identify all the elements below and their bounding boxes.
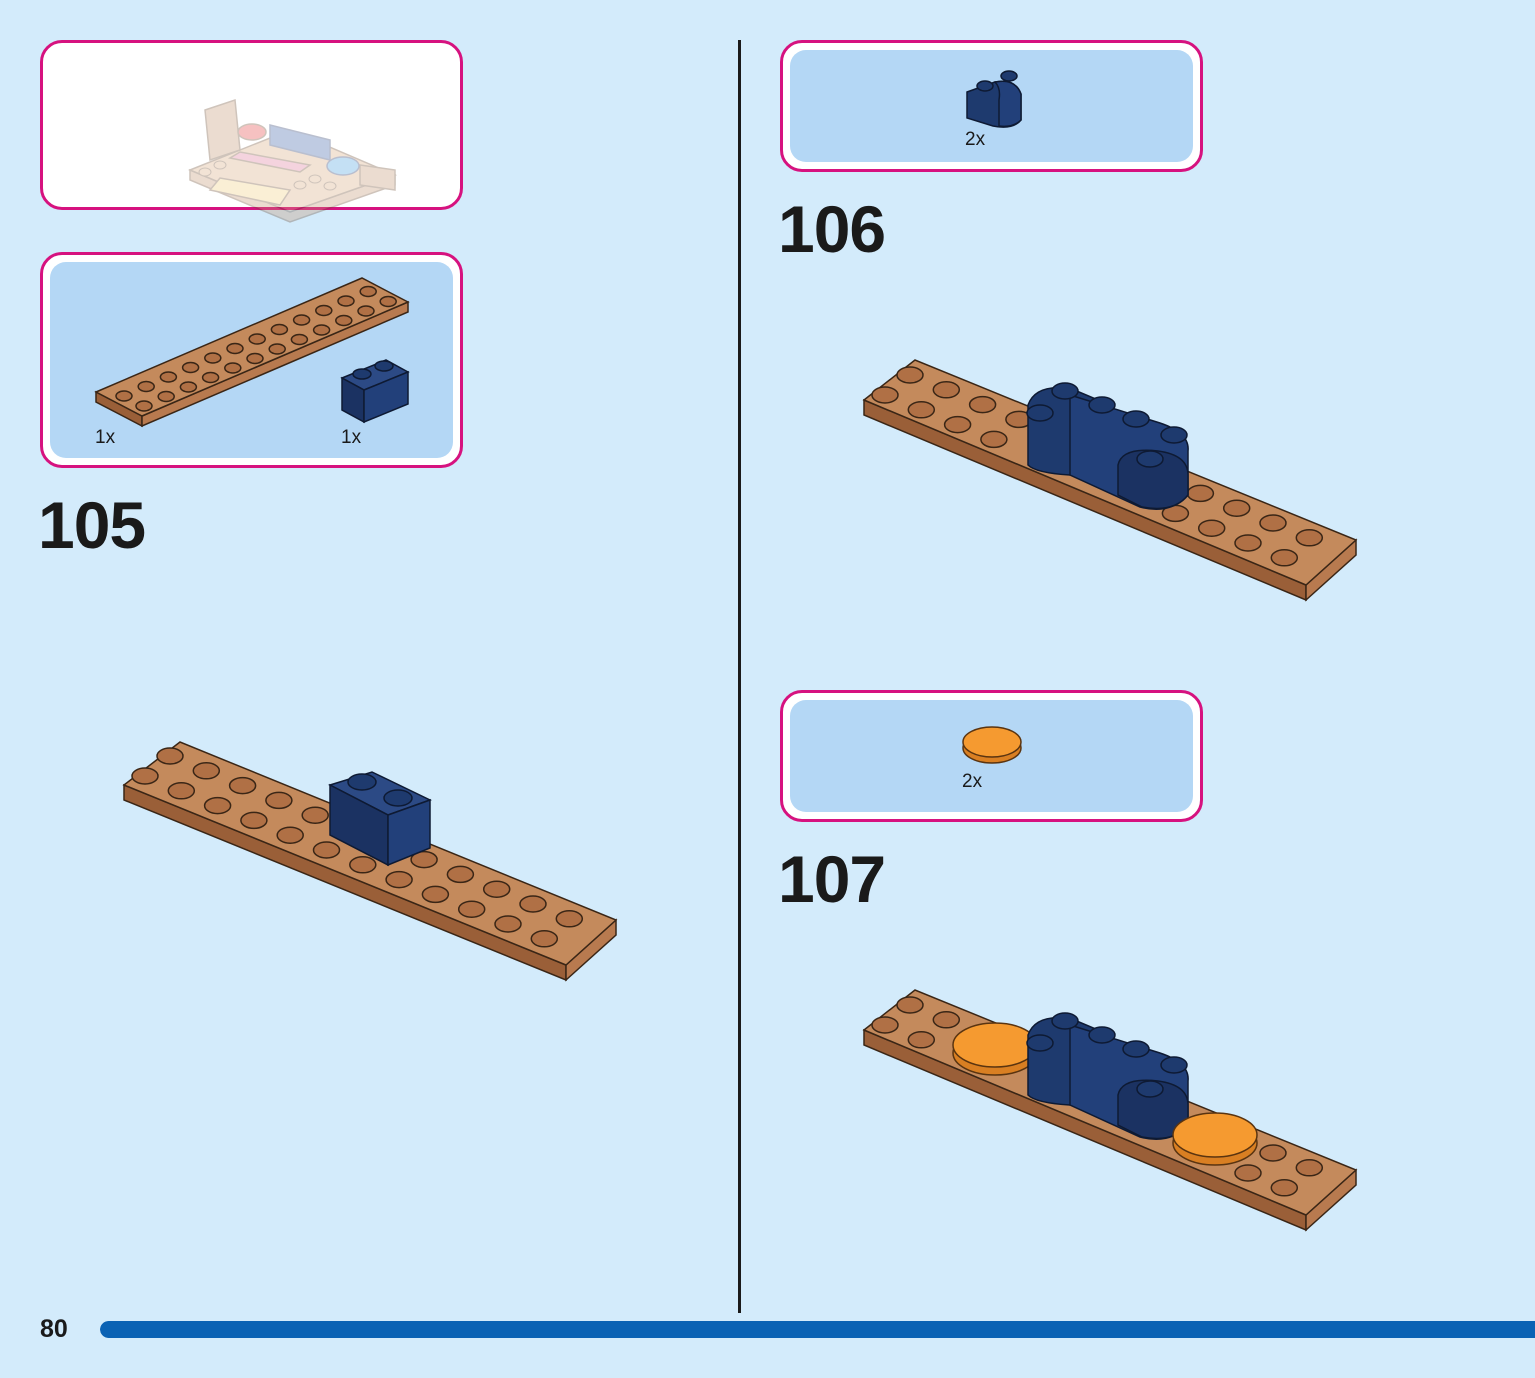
stud — [276, 826, 304, 844]
stud — [385, 870, 413, 889]
stud — [379, 295, 397, 308]
stud — [1295, 1159, 1324, 1177]
step-105-assembly-icon — [122, 741, 618, 982]
stud — [943, 415, 972, 434]
stud — [494, 915, 522, 933]
stud — [980, 430, 1008, 449]
stud — [337, 295, 355, 307]
stud — [159, 371, 178, 383]
page-progress-fill — [100, 1321, 1535, 1338]
stud — [932, 1011, 961, 1029]
stud — [1295, 529, 1324, 547]
stud — [1234, 534, 1262, 552]
stud — [301, 806, 329, 824]
stud — [312, 841, 341, 859]
stud — [410, 850, 438, 869]
stud — [896, 996, 924, 1014]
stud — [1186, 484, 1215, 503]
stud — [907, 1031, 936, 1049]
stud — [1222, 499, 1251, 517]
stud — [335, 314, 353, 327]
stud — [157, 390, 175, 403]
stud — [167, 782, 196, 800]
step-number-105: 105 — [38, 488, 146, 562]
stud — [131, 767, 159, 785]
stud — [192, 762, 221, 780]
stud — [137, 380, 155, 393]
stud — [224, 362, 242, 374]
stud — [871, 386, 899, 404]
stud — [482, 880, 511, 898]
stud — [179, 381, 198, 393]
model-preview-panel — [50, 50, 453, 223]
step-107-assembly-icon — [862, 989, 1358, 1232]
stud — [519, 895, 547, 913]
stud — [204, 352, 222, 364]
step-106-assembly-icon — [862, 359, 1358, 602]
stud — [359, 285, 377, 298]
stud — [226, 342, 244, 355]
stud — [312, 324, 331, 336]
stud — [871, 1016, 899, 1034]
stud — [446, 865, 475, 884]
stud — [1234, 1164, 1262, 1182]
stud — [932, 381, 961, 399]
step-106-parts-box: 2x — [780, 40, 1203, 172]
step-number-107: 107 — [778, 842, 886, 916]
stud — [457, 900, 486, 918]
model-preview-icon — [188, 98, 398, 223]
stud — [1259, 514, 1287, 532]
stud — [315, 304, 333, 317]
step-107-parts-box: 2x — [780, 690, 1203, 822]
model-preview-box — [40, 40, 463, 223]
stud — [248, 333, 266, 345]
stud — [270, 323, 289, 336]
stud — [240, 811, 268, 830]
stud — [135, 400, 153, 412]
stud — [246, 352, 264, 365]
column-divider — [738, 40, 741, 1313]
stud — [203, 796, 232, 815]
part-qty-plate: 1x — [95, 427, 116, 448]
stud — [555, 910, 584, 928]
step-number-106: 106 — [778, 192, 886, 266]
round-tile-2x2-icon — [962, 726, 1022, 764]
step-105-parts-panel: 1x 1x — [50, 262, 453, 458]
stud — [349, 856, 377, 874]
stud — [1197, 519, 1226, 537]
stud — [156, 747, 184, 765]
stud — [115, 390, 133, 402]
stud — [292, 314, 311, 326]
stud — [421, 885, 450, 904]
stud — [228, 776, 257, 795]
step-107-parts-panel: 2x — [790, 700, 1193, 812]
page-progress-bar — [100, 1321, 1535, 1338]
stud — [530, 930, 559, 948]
stud — [357, 305, 375, 317]
stud — [1270, 549, 1299, 567]
plate-2x12-icon — [94, 277, 410, 428]
part-qty-round-corner: 2x — [965, 129, 986, 150]
stud — [265, 791, 293, 810]
stud — [1270, 1179, 1299, 1197]
stud — [1259, 1144, 1287, 1162]
stud — [290, 333, 309, 346]
stud — [201, 371, 220, 384]
stud — [907, 401, 936, 419]
round-corner-brick-icon — [966, 70, 1022, 128]
stud — [181, 361, 200, 374]
part-qty-round-tile: 2x — [962, 771, 983, 792]
step-105-parts-box: 1x 1x — [40, 252, 463, 468]
part-qty-brick: 1x — [341, 427, 362, 448]
page-number: 80 — [40, 1315, 68, 1343]
stud — [968, 395, 997, 414]
stud — [896, 366, 924, 384]
brick-1x2-icon — [340, 359, 410, 424]
stud — [268, 343, 286, 355]
step-106-parts-panel: 2x — [790, 50, 1193, 162]
